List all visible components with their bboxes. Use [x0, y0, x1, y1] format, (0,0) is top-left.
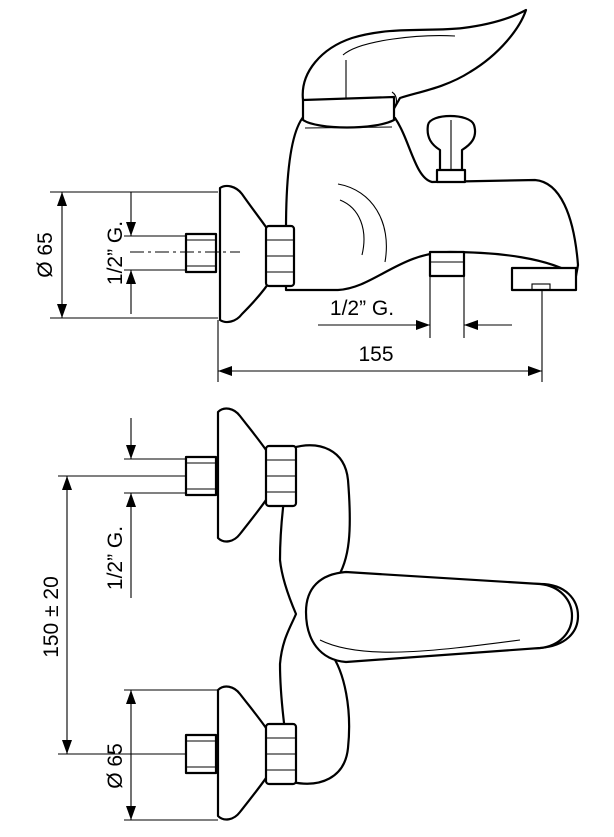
top-escutcheon-upper	[184, 407, 298, 543]
side-escutcheon	[130, 184, 296, 324]
label-top-center-distance: 150 ± 20	[40, 576, 63, 658]
label-side-diameter: Ø 65	[34, 232, 57, 278]
spout-aerator	[510, 266, 578, 292]
side-view: Ø 65 1/2” G. 1/2” G.	[34, 8, 580, 382]
diverter-knob	[426, 115, 477, 184]
top-escutcheon-lower	[184, 685, 298, 821]
dim-top-center-distance	[58, 475, 186, 755]
dim-side-diameter	[50, 191, 218, 319]
label-side-outlet: 1/2” G.	[330, 297, 394, 320]
shower-outlet	[428, 250, 466, 278]
label-top-diameter: Ø 65	[104, 743, 127, 789]
dim-side-outlet	[318, 276, 512, 338]
label-side-inlet: 1/2” G.	[104, 221, 127, 285]
mixer-body	[284, 95, 580, 292]
label-side-length: 155	[358, 343, 393, 366]
dim-side-length	[217, 290, 543, 382]
label-top-inlet: 1/2” G.	[104, 526, 127, 590]
dim-top-diameter	[124, 689, 218, 821]
top-view: 1/2” G. 150 ± 20 Ø 65	[40, 407, 580, 821]
mixer-body-top	[278, 444, 580, 785]
dim-side-inlet	[124, 192, 186, 314]
dim-top-inlet	[124, 418, 186, 598]
